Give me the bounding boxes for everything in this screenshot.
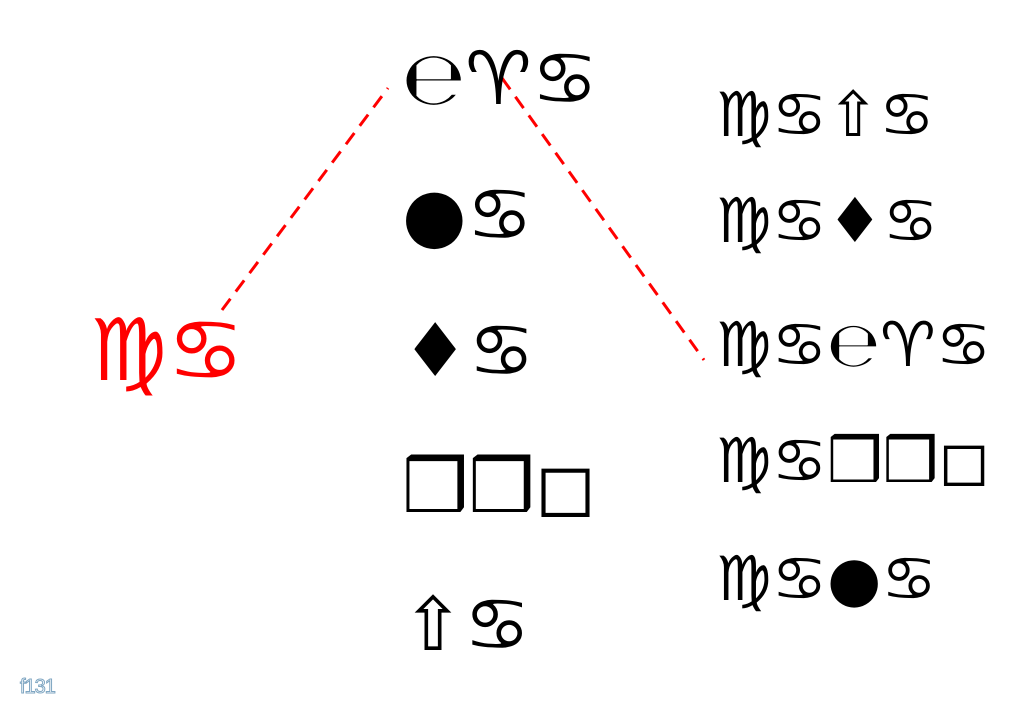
connector-line-top-to-result	[500, 77, 706, 361]
middle-word-3: ♦♋	[402, 308, 535, 394]
middle-word-2: ●♋	[402, 172, 533, 258]
middle-word-5: ⇧♋	[402, 582, 531, 668]
result-word-3: ♍♋℮♈♋	[716, 308, 992, 381]
result-word-1: ♍♋⇧♋	[716, 78, 935, 151]
slide-label: f131	[20, 676, 57, 699]
source-word: ♍♋	[90, 301, 245, 401]
result-word-5: ♍♋●♋	[716, 542, 937, 615]
result-word-2: ♍♋♦♋	[716, 184, 939, 257]
middle-word-1: ℮♈♋	[402, 36, 598, 122]
result-word-4: ♍♋❒❒◻	[716, 424, 990, 497]
middle-word-4: ❒❒◻	[402, 444, 597, 530]
connector-line-source-to-top	[220, 87, 390, 311]
